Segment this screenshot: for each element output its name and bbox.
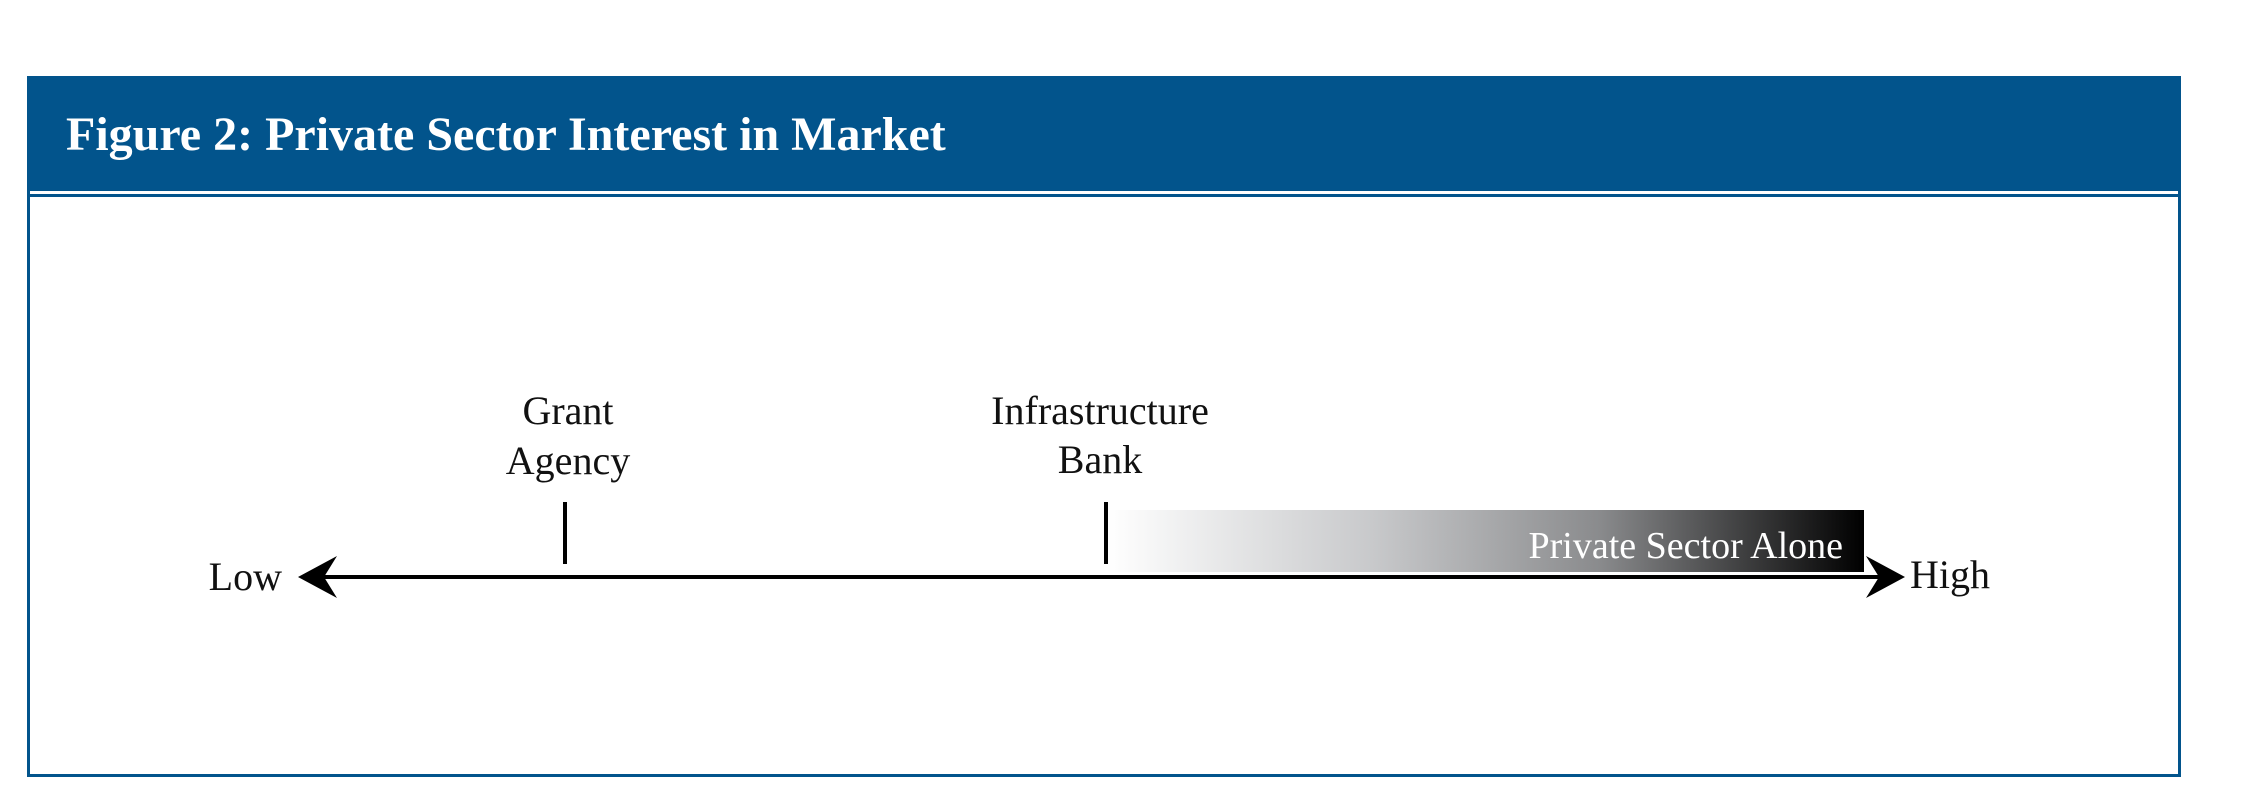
high-label: High — [1910, 552, 1990, 597]
grant-agency-label-line-2: Agency — [506, 438, 630, 483]
infrastructure-bank-label-line-2: Bank — [1058, 437, 1142, 482]
private-sector-region-bar — [1107, 510, 1864, 572]
figure-title: Figure 2: Private Sector Interest in Mar… — [66, 108, 946, 161]
infrastructure-bank-label-line-1: Infrastructure — [991, 388, 1209, 433]
low-arrowhead-icon — [298, 556, 337, 598]
figure-frame: Figure 2: Private Sector Interest in Mar… — [27, 76, 2181, 777]
grant-agency-label-line-1: Grant — [522, 388, 613, 433]
figure-header: Figure 2: Private Sector Interest in Mar… — [30, 79, 2178, 197]
low-label: Low — [209, 554, 282, 599]
private-sector-region-label: Private Sector Alone — [1529, 525, 1843, 567]
high-arrowhead-icon — [1866, 556, 1905, 598]
